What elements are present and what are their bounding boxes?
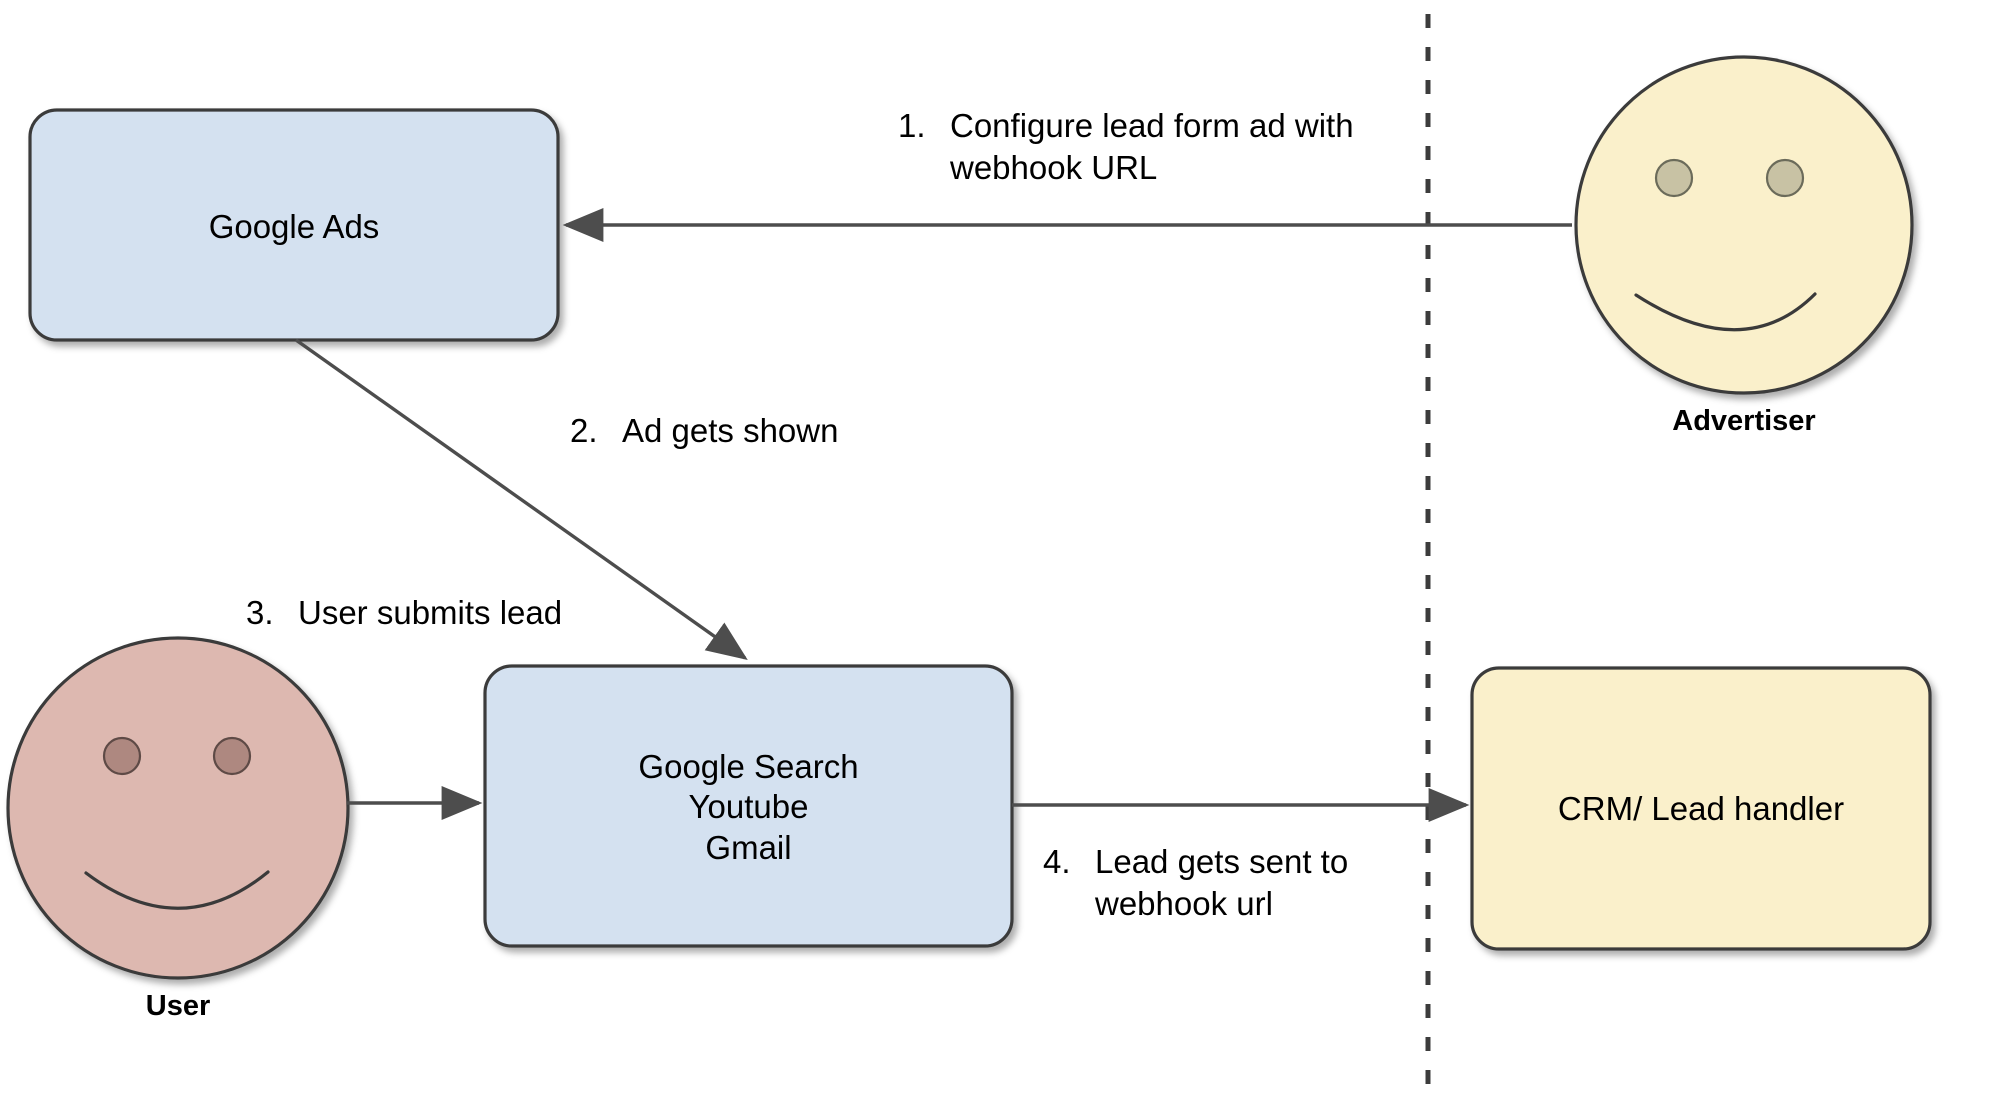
user-left-eye-icon — [102, 736, 142, 776]
edge-1-text: Configure lead form ad with webhook URL — [950, 107, 1354, 186]
node-advertiser[interactable] — [1574, 55, 1914, 395]
node-user[interactable] — [6, 636, 350, 980]
node-google-surfaces-label: Google Search Youtube Gmail — [638, 748, 859, 866]
edge-2-number: 2. — [570, 412, 598, 449]
edge-1-number: 1. — [898, 107, 926, 144]
advertiser-caption: Advertiser — [1672, 405, 1816, 437]
user-face-icon — [6, 636, 350, 980]
advertiser-right-eye-icon — [1765, 158, 1805, 198]
node-crm[interactable] — [1470, 666, 1932, 951]
advertiser-face-icon — [1574, 55, 1914, 395]
user-caption: User — [145, 990, 211, 1022]
edge-4-label: 4. Lead gets sent to webhook url — [1043, 841, 1443, 924]
user-right-eye-icon — [212, 736, 252, 776]
edge-3-number: 3. — [246, 594, 274, 631]
user-smile-icon — [84, 870, 270, 910]
node-google-ads-label: Google Ads — [208, 208, 380, 245]
edge-4-text: Lead gets sent to webhook url — [1095, 843, 1349, 922]
edge-3-label: 3. User submits lead — [246, 592, 666, 634]
edge-2-text: Ad gets shown — [622, 412, 839, 449]
node-crm-label: CRM/ Lead handler — [1557, 790, 1845, 827]
edge-2-label: 2. Ad gets shown — [570, 410, 990, 452]
edge-4-number: 4. — [1043, 843, 1071, 880]
node-google-surfaces[interactable] — [483, 664, 1014, 948]
advertiser-left-eye-icon — [1654, 158, 1694, 198]
advertiser-smile-icon — [1634, 292, 1817, 332]
edge-1-label: 1. Configure lead form ad with webhook UR… — [898, 105, 1418, 188]
node-google-ads[interactable] — [28, 108, 560, 342]
edge-3-text: User submits lead — [298, 594, 563, 631]
